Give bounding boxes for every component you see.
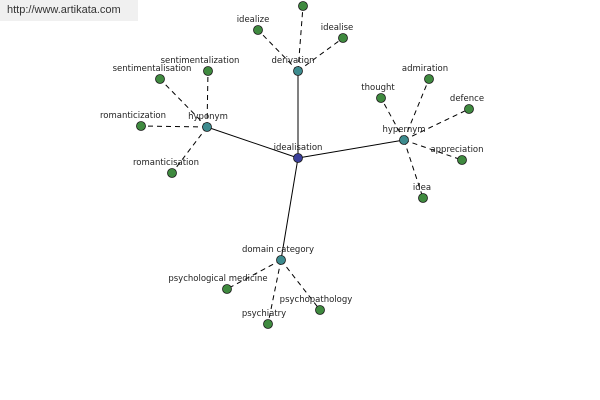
label-psychiatry: psychiatry	[242, 309, 286, 319]
label-appreciation: appreciation	[430, 145, 483, 155]
edge-hypernym-to-idea	[403, 139, 424, 199]
node-admiration[interactable]	[424, 74, 434, 84]
label-sentimentalisation: sentimentalisation	[113, 64, 192, 74]
edge-hypernym-to-appreciation	[403, 139, 463, 161]
label-idealise: idealise	[321, 23, 354, 33]
node-psychological-medicine[interactable]	[222, 284, 232, 294]
relation-label-hypernym: hypernym	[382, 125, 425, 135]
edge-domain-category-to-psychopathology	[280, 259, 321, 311]
node-defence[interactable]	[464, 104, 474, 114]
edge-derivation-to-idealise	[297, 37, 344, 72]
node-thought[interactable]	[376, 93, 386, 103]
label-thought: thought	[361, 83, 395, 93]
node-psychopathology[interactable]	[315, 305, 325, 315]
root-node[interactable]	[293, 153, 303, 163]
relation-node-hyponym[interactable]	[202, 122, 212, 132]
node-sentimentalization[interactable]	[203, 66, 213, 76]
relation-label-domain-category: domain category	[242, 245, 314, 255]
relation-label-derivation: derivation	[271, 56, 314, 66]
edge-domain-category-to-psychological-medicine	[226, 259, 282, 290]
edge-hyponym-to-romanticization	[140, 125, 208, 128]
edge-hypernym-to-defence	[403, 108, 470, 141]
node-idealise[interactable]	[338, 33, 348, 43]
relation-node-hypernym[interactable]	[399, 135, 409, 145]
node-sentimentalisation[interactable]	[155, 74, 165, 84]
label-romanticisation: romanticisation	[133, 158, 199, 168]
label-psychopathology: psychopathology	[280, 295, 353, 305]
relation-label-hyponym: hyponym	[188, 112, 228, 122]
edge-derivation-to-idealize	[257, 29, 299, 72]
edge-hyponym-to-romanticisation	[171, 126, 208, 174]
edge-root-to-hypernym	[297, 139, 405, 159]
edge-hypernym-to-thought	[380, 97, 405, 141]
label-psychological-medicine: psychological medicine	[168, 274, 267, 284]
node-idealisation-top[interactable]	[298, 1, 308, 11]
label-idea: idea	[413, 183, 431, 193]
edge-root-to-hyponym	[206, 126, 299, 159]
root-label: idealisation	[274, 143, 323, 153]
edge-hypernym-to-admiration	[403, 78, 430, 141]
node-romanticisation[interactable]	[167, 168, 177, 178]
relation-node-derivation[interactable]	[293, 66, 303, 76]
label-sentimentalization: sentimentalization	[161, 56, 240, 66]
label-defence: defence	[450, 94, 484, 104]
edge-hyponym-to-sentimentalization	[206, 70, 209, 128]
relation-node-domain-category[interactable]	[276, 255, 286, 265]
edge-hyponym-to-sentimentalisation	[159, 78, 208, 128]
edge-root-to-domain-category	[280, 157, 299, 261]
label-idealize: idealize	[237, 15, 270, 25]
node-psychiatry[interactable]	[263, 319, 273, 329]
label-romanticization: romanticization	[100, 111, 166, 121]
node-romanticization[interactable]	[136, 121, 146, 131]
edge-derivation-to-idealisation-top	[297, 5, 304, 72]
watermark-url: http://www.artikata.com	[0, 0, 138, 21]
node-idea[interactable]	[418, 193, 428, 203]
node-appreciation[interactable]	[457, 155, 467, 165]
node-idealize[interactable]	[253, 25, 263, 35]
edge-domain-category-to-psychiatry	[267, 259, 282, 325]
label-admiration: admiration	[402, 64, 448, 74]
